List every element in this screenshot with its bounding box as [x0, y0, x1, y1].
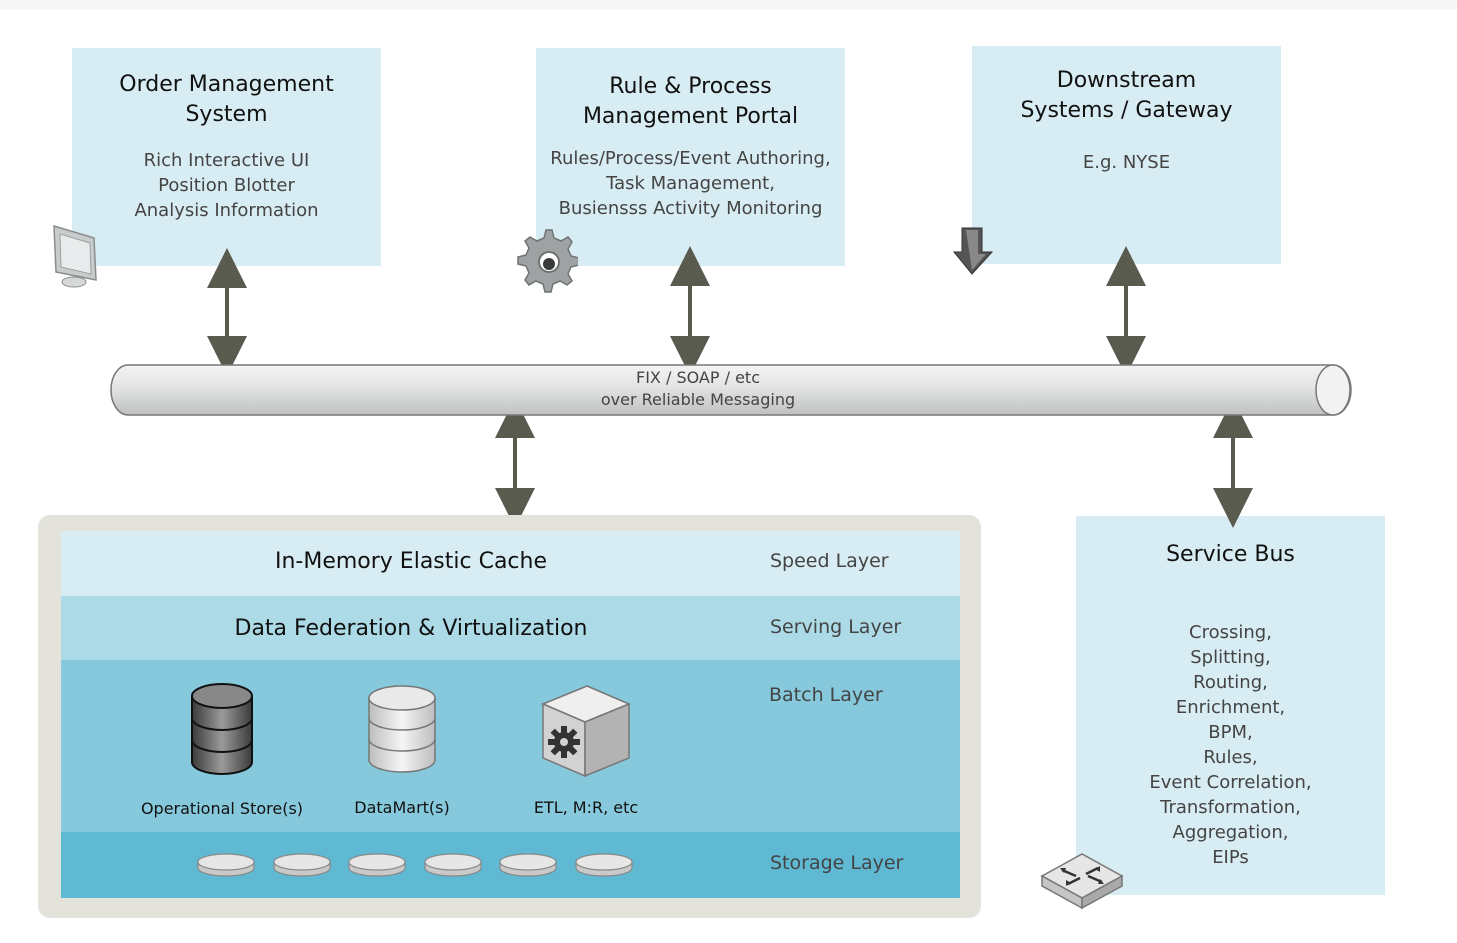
service-bus-box: Service Bus Crossing, Splitting, Routing…: [1076, 516, 1385, 895]
disk-row: [197, 853, 633, 877]
arrow-down-icon: [952, 227, 994, 275]
batch-layer: Batch Layer Operational Store(s) DataMar…: [61, 660, 960, 832]
storage-layer: Storage Layer: [61, 832, 960, 898]
serving-layer-name: Data Federation & Virtualization: [234, 616, 588, 641]
messaging-bus-pipe: [110, 364, 1352, 416]
rule-process-title: Rule & Process Management Portal: [582, 74, 799, 129]
disk-icon: [348, 853, 406, 877]
database-light-icon: [368, 685, 436, 773]
order-management-box: Order Management System Rich Interactive…: [72, 48, 381, 266]
disk-icon: [499, 853, 557, 877]
speed-layer: In-Memory Elastic Cache Speed Layer: [61, 531, 960, 596]
router-icon: [1040, 853, 1124, 910]
bus-label-line2: over Reliable Messaging: [600, 390, 796, 409]
downstream-title: Downstream Systems / Gateway: [1020, 68, 1233, 123]
rule-process-box: Rule & Process Management Portal Rules/P…: [536, 48, 845, 266]
service-bus-desc: Crossing, Splitting, Routing, Enrichment…: [1149, 622, 1312, 868]
storage-layer-label: Storage Layer: [770, 852, 904, 874]
etl-label: ETL, M:R, etc: [533, 798, 639, 817]
monitor-icon: [53, 224, 97, 288]
bus-label-line1: FIX / SOAP / etc: [636, 368, 760, 387]
disk-icon: [575, 853, 633, 877]
serving-layer-label: Serving Layer: [770, 616, 902, 638]
database-dark-icon: [191, 683, 253, 775]
speed-layer-label: Speed Layer: [770, 550, 889, 572]
rule-process-desc: Rules/Process/Event Authoring, Task Mana…: [550, 148, 831, 219]
batch-layer-label: Batch Layer: [769, 684, 883, 706]
serving-layer: Data Federation & Virtualization Serving…: [61, 596, 960, 660]
speed-layer-name: In-Memory Elastic Cache: [274, 549, 548, 574]
bus-label: FIX / SOAP / etc over Reliable Messaging: [560, 367, 836, 411]
disk-icon: [273, 853, 331, 877]
downstream-box: Downstream Systems / Gateway E.g. NYSE: [972, 46, 1281, 264]
server-gear-icon: [541, 685, 631, 778]
service-bus-title: Service Bus: [1166, 542, 1295, 567]
disk-icon: [197, 853, 255, 877]
downstream-desc: E.g. NYSE: [1082, 152, 1171, 173]
disk-icon: [424, 853, 482, 877]
top-strip: [0, 0, 1457, 10]
gear-icon: [517, 229, 578, 293]
order-management-title: Order Management System: [119, 72, 334, 127]
datamart-label: DataMart(s): [354, 798, 450, 817]
order-management-desc: Rich Interactive UI Position Blotter Ana…: [134, 150, 319, 221]
operational-store-label: Operational Store(s): [140, 799, 304, 818]
